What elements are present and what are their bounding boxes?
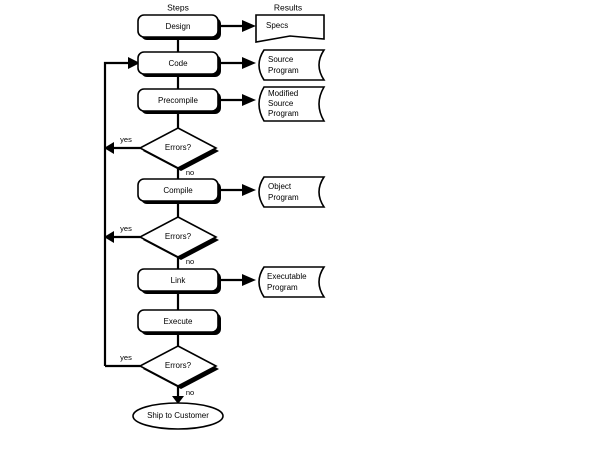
result-node-specs-label: Specs [266,21,288,30]
result-node-object-program-line-2: Program [268,193,299,202]
edge-label-errors1-yes: yes [120,135,132,144]
process-node-precompile[interactable]: Precompile [137,88,221,114]
result-node-executable-program-line-1: Executable [267,272,307,281]
decision-node-errors-1[interactable]: Errors? [138,127,219,171]
ship-arrow-icon [172,396,184,404]
edge-label-errors3-no: no [186,388,194,397]
errors1-yes-arrow-icon [104,142,114,154]
process-node-code-label: Code [168,59,188,68]
result-node-modified-source-program-line-1: Modified [268,89,298,98]
result-node-object-program[interactable]: Object Program [258,176,326,208]
result-node-source-program[interactable]: Source Program [258,49,326,81]
feedback-loop-edge [103,57,140,366]
result-node-specs[interactable]: Specs [255,14,325,43]
result-node-executable-program-line-2: Program [267,283,298,292]
source-program-arrow-icon [242,57,256,69]
feedback-loop-arrow-icon [128,57,140,69]
modified-source-arrow-icon [242,94,256,106]
decision-node-errors-3[interactable]: Errors? [138,345,219,389]
decision-node-errors-2-label: Errors? [165,232,192,241]
column-header-steps: Steps [167,2,189,12]
result-node-source-program-line-2: Program [268,66,299,75]
errors-yes-branches [104,142,140,368]
edge-label-errors1-no: no [186,168,194,177]
result-node-executable-program[interactable]: Executable Program [258,266,326,298]
terminal-node-ship-to-customer-label: Ship to Customer [147,411,209,420]
terminal-node-ship-to-customer[interactable]: Ship to Customer [132,402,224,430]
process-node-execute[interactable]: Execute [137,309,221,335]
process-node-compile[interactable]: Compile [137,178,221,204]
decision-node-errors-2[interactable]: Errors? [138,216,219,260]
process-node-link-label: Link [171,276,187,285]
object-program-arrow-icon [242,184,256,196]
decision-node-errors-1-label: Errors? [165,143,192,152]
result-node-object-program-line-1: Object [268,182,292,191]
result-arrows [218,20,256,286]
edge-label-errors2-no: no [186,257,194,266]
result-node-modified-source-program[interactable]: Modified Source Program [258,86,326,122]
process-node-execute-label: Execute [164,317,193,326]
decision-node-errors-3-label: Errors? [165,361,192,370]
process-node-precompile-label: Precompile [158,96,199,105]
edge-label-errors3-yes: yes [120,353,132,362]
edge-label-errors2-yes: yes [120,224,132,233]
executable-program-arrow-icon [242,274,256,286]
process-node-design-label: Design [166,22,191,31]
specs-arrow-icon [242,20,256,32]
process-node-design[interactable]: Design [137,14,221,40]
process-node-code[interactable]: Code [137,51,221,77]
result-node-modified-source-program-line-3: Program [268,109,299,118]
result-node-modified-source-program-line-2: Source [268,99,294,108]
process-node-compile-label: Compile [163,186,193,195]
result-node-source-program-line-1: Source [268,55,294,64]
process-node-link[interactable]: Link [137,268,221,294]
column-header-results: Results [274,2,302,12]
errors2-yes-arrow-icon [104,231,114,243]
